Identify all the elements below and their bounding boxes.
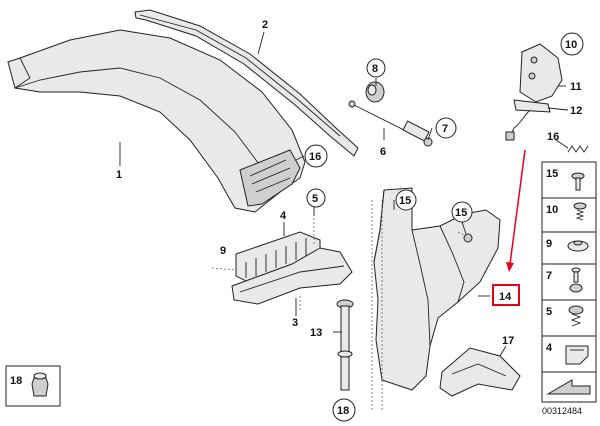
callout-leaders xyxy=(119,31,569,357)
callout-11: 11 xyxy=(570,81,582,93)
leader-lines xyxy=(211,200,467,410)
part-16-cable xyxy=(505,109,531,141)
callout-6: 6 xyxy=(380,146,386,158)
legend-label-15: 15 xyxy=(546,168,558,180)
legend-item-7 xyxy=(541,263,597,301)
legend-label-5: 5 xyxy=(546,306,552,318)
inset-18-label: 18 xyxy=(10,375,22,387)
part-14-housing xyxy=(373,187,501,391)
callout-16a-circle xyxy=(304,144,328,168)
callout-14: 14 xyxy=(499,291,512,303)
part-8-cap xyxy=(365,81,385,103)
callout-7-circle xyxy=(435,117,457,139)
callout-1: 1 xyxy=(116,169,122,181)
callout-15b: 15 xyxy=(455,207,467,219)
part-13-bolt xyxy=(336,299,354,391)
part-3-lower-bracket xyxy=(231,247,353,305)
callout-12: 12 xyxy=(570,105,582,117)
callout-labels: 1 2 3 4 5 6 7 8 9 10 11 12 13 14 15 15 1… xyxy=(116,19,584,422)
callout-8: 8 xyxy=(372,63,378,75)
legend-label-7: 7 xyxy=(546,270,552,282)
callout-15b-circle xyxy=(451,201,473,223)
callout-16a: 16 xyxy=(309,151,321,163)
legend-column: 15 10 9 7 5 4 xyxy=(541,161,597,403)
callout-10: 10 xyxy=(565,39,577,51)
callout-4: 4 xyxy=(280,210,287,222)
callout-8-circle xyxy=(366,58,386,78)
part-1-cover-panel xyxy=(7,29,306,213)
callout-17: 17 xyxy=(502,335,514,347)
part-2-seal-strip xyxy=(134,9,359,157)
callout-9: 9 xyxy=(220,245,226,257)
callout-18a: 18 xyxy=(337,405,349,417)
callout-13: 13 xyxy=(310,327,322,339)
highlight-arrow xyxy=(506,149,526,272)
callout-10-circle xyxy=(560,32,584,56)
callout-15a-circle xyxy=(395,189,417,211)
callout-16b: 16 xyxy=(547,131,559,143)
callout-14-box xyxy=(492,284,520,306)
callout-5-circle xyxy=(306,188,326,208)
part-10-11-bracket xyxy=(513,43,563,113)
callout-18a-circle xyxy=(332,398,356,422)
callout-2: 2 xyxy=(262,19,268,31)
callout-15a: 15 xyxy=(399,195,411,207)
legend-label-10: 10 xyxy=(546,204,558,216)
legend-label-9: 9 xyxy=(546,238,552,250)
part-6-gas-strut xyxy=(348,100,433,147)
callout-3: 3 xyxy=(292,317,298,329)
legend-item-5 xyxy=(541,299,597,337)
diagram-id: 00312484 xyxy=(542,406,582,416)
legend-label-4: 4 xyxy=(546,342,553,354)
part-16-spring xyxy=(567,145,589,153)
inset-18: 18 xyxy=(5,365,61,407)
callout-5: 5 xyxy=(312,193,318,205)
callout-7: 7 xyxy=(442,123,448,135)
part-17-insert xyxy=(439,347,521,397)
